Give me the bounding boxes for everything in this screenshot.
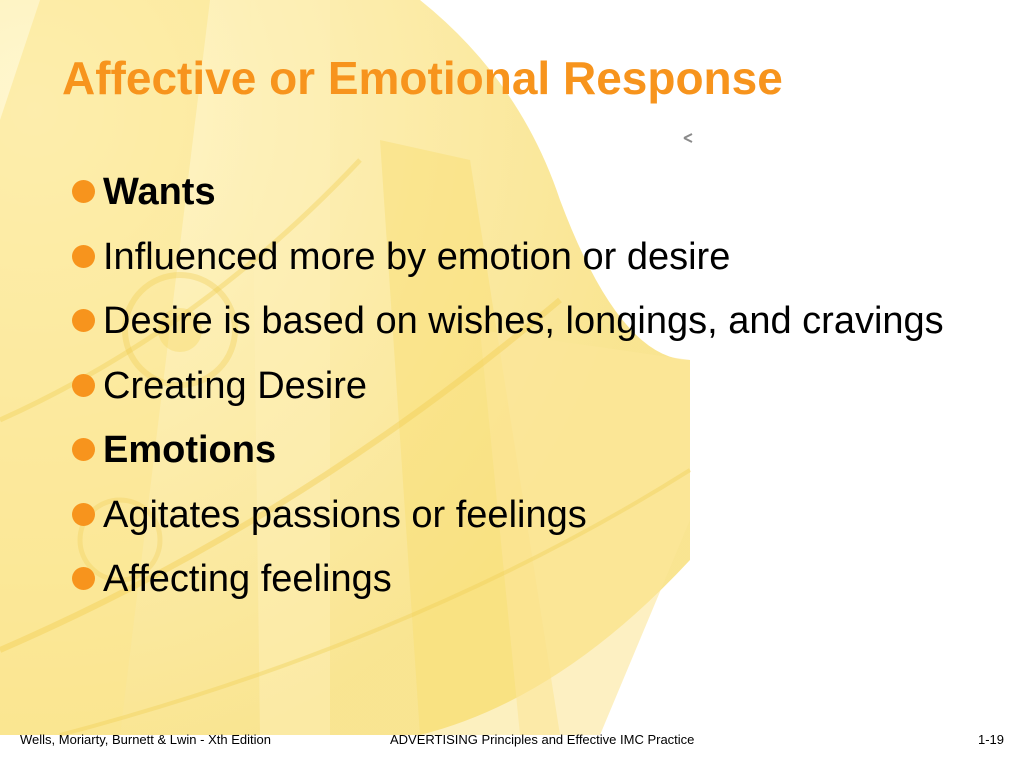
bullet-text: Influenced more by emotion or desire	[103, 235, 731, 278]
fan-circle	[158, 308, 202, 352]
bullet-item: Influenced more by emotion or desire	[70, 233, 970, 282]
footer-book-title: ADVERTISING Principles and Effective IMC…	[390, 732, 695, 747]
fan-ray	[480, 330, 690, 735]
slide-title: Affective or Emotional Response	[62, 52, 783, 104]
bullet-item: Affecting feelings	[70, 555, 970, 604]
bullet-item: Desire is based on wishes, longings, and…	[70, 297, 970, 346]
bullet-item: Creating Desire	[70, 362, 970, 411]
bullet-item: Emotions	[70, 426, 970, 475]
bullet-dot-icon	[72, 567, 95, 590]
fan-ray	[250, 0, 330, 735]
fan-circle	[122, 272, 238, 388]
bullet-item: Agitates passions or feelings	[70, 491, 970, 540]
bullet-dot-icon	[72, 180, 95, 203]
bullet-text: Agitates passions or feelings	[103, 493, 587, 536]
bullet-dot-icon	[72, 502, 95, 526]
fan-circle	[77, 497, 163, 583]
fan-arc	[0, 297, 562, 653]
bullet-text: Desire is based on wishes, longings, and…	[103, 300, 944, 342]
bullet-list: Wants Influenced more by emotion or desi…	[70, 168, 970, 620]
bullet-text: Wants	[103, 171, 216, 213]
bullet-dot-icon	[72, 244, 95, 268]
bullet-dot-icon	[72, 373, 95, 397]
footer-citation: Wells, Moriarty, Burnett & Lwin - Xth Ed…	[20, 732, 271, 747]
slide-footer: Wells, Moriarty, Burnett & Lwin - Xth Ed…	[0, 730, 1024, 750]
bullet-text: Creating Desire	[103, 364, 367, 407]
footer-page-number: 1-19	[977, 732, 1004, 747]
small-mark	[683, 133, 693, 143]
bullet-item: Wants	[70, 168, 970, 217]
bullet-text: Affecting feelings	[103, 558, 392, 600]
fan-arc	[59, 468, 692, 737]
bullet-dot-icon	[72, 309, 95, 332]
fan-ray	[0, 0, 210, 735]
fan-arc	[0, 158, 362, 423]
bullet-dot-icon	[72, 438, 95, 461]
bullet-text: Emotions	[103, 429, 277, 471]
